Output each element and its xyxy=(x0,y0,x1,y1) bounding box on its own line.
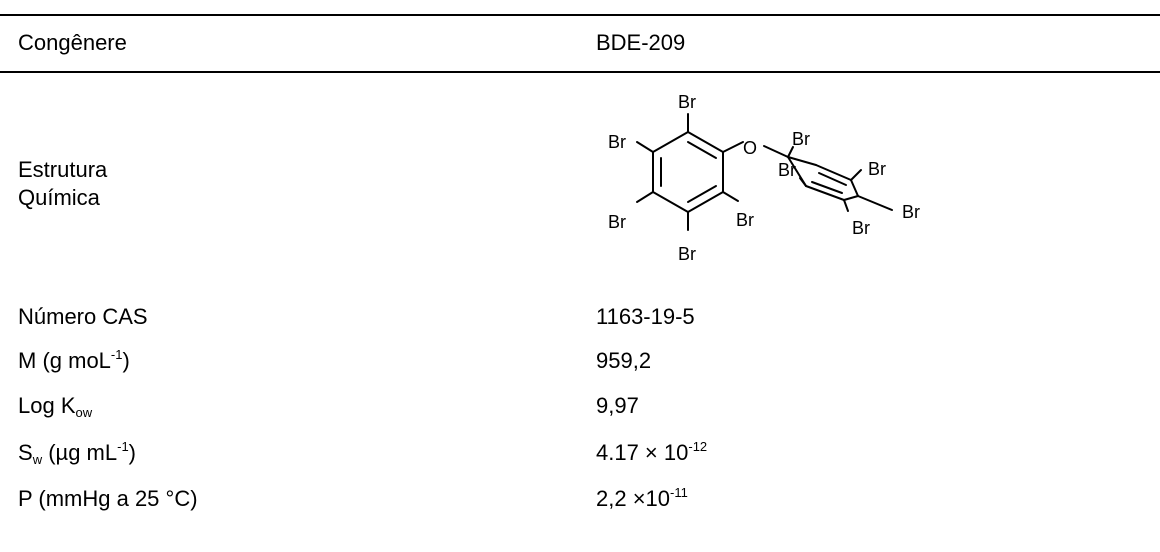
atom-o: O xyxy=(743,138,757,158)
pressure-value-main: 2,2 ×10 xyxy=(596,486,671,511)
ether-bond xyxy=(763,145,789,158)
atom-br: Br xyxy=(902,202,920,222)
molar-mass-label: M (g moL-1) xyxy=(18,348,130,374)
ring-1-bonds xyxy=(636,113,744,231)
atom-br: Br xyxy=(678,92,696,112)
solubility-label-sub: w xyxy=(32,452,43,467)
atom-br: Br xyxy=(852,218,870,238)
solubility-value-sup: -12 xyxy=(688,439,708,454)
cas-label: Número CAS xyxy=(18,304,148,329)
br-bond xyxy=(857,195,893,211)
header-congenere: Congênere xyxy=(18,30,127,55)
ring2-double-bond xyxy=(818,172,847,186)
table-header-rule xyxy=(0,71,1160,73)
logkow-label: Log Kow xyxy=(18,393,92,419)
atom-br: Br xyxy=(736,210,754,230)
ring2-bond xyxy=(805,185,845,201)
cas-value: 1163-19-5 xyxy=(596,304,695,329)
pressure-value: 2,2 ×10-11 xyxy=(596,486,688,512)
pressure-label: P (mmHg a 25 °C) xyxy=(18,486,198,511)
molar-mass-label-end: ) xyxy=(122,348,130,373)
solubility-value-main: 4.17 × 10 xyxy=(596,440,689,465)
atom-br: Br xyxy=(868,159,886,179)
ring2-bond xyxy=(787,156,817,166)
ring1-bond xyxy=(687,131,724,153)
chemical-structure-drawing: Br Br O Br Br Br Br Br Br Br Br xyxy=(608,92,920,264)
ring1-double-bond xyxy=(687,185,717,203)
molar-mass-label-main: M (g moL xyxy=(18,348,111,373)
ether-bond xyxy=(722,141,744,153)
molar-mass-value: 959,2 xyxy=(596,348,652,373)
ring1-bond xyxy=(652,191,689,213)
structure-label-line2: Química xyxy=(18,185,100,210)
br-bond xyxy=(722,191,739,202)
atom-br: Br xyxy=(778,160,796,180)
solubility-label-main: S xyxy=(18,440,33,465)
ring1-bond xyxy=(687,191,724,213)
br-bond xyxy=(636,191,654,203)
atom-br: Br xyxy=(608,212,626,232)
structure-label: Estrutura Química xyxy=(18,156,107,212)
ring2-bond xyxy=(843,195,859,201)
ring-2-bonds xyxy=(787,146,893,212)
atom-br: Br xyxy=(608,132,626,152)
ring1-bond xyxy=(652,131,689,153)
atom-br: Br xyxy=(678,244,696,264)
solubility-value: 4.17 × 10-12 xyxy=(596,440,707,466)
br-bond xyxy=(799,177,807,187)
atom-br: Br xyxy=(792,129,810,149)
logkow-value: 9,97 xyxy=(596,393,639,418)
ring2-double-bond xyxy=(811,181,843,194)
br-bond xyxy=(636,141,654,153)
ring1-double-bond xyxy=(687,141,717,159)
solubility-label-end: ) xyxy=(128,440,136,465)
logkow-label-main: Log K xyxy=(18,393,76,418)
molar-mass-label-sup: -1 xyxy=(110,347,123,362)
br-bond xyxy=(787,146,794,158)
header-bde209: BDE-209 xyxy=(596,30,686,55)
logkow-label-sub: ow xyxy=(75,405,93,420)
ring2-bond xyxy=(815,164,852,181)
solubility-label-mid: (µg mL xyxy=(42,440,118,465)
br-bond xyxy=(843,199,849,212)
structure-label-line1: Estrutura xyxy=(18,157,108,182)
pressure-value-sup: -11 xyxy=(670,485,688,500)
table-top-rule xyxy=(0,14,1160,16)
ring2-bond xyxy=(850,179,859,197)
solubility-label: Sw (µg mL-1) xyxy=(18,440,136,466)
solubility-label-sup: -1 xyxy=(117,439,129,454)
br-bond xyxy=(850,169,862,181)
